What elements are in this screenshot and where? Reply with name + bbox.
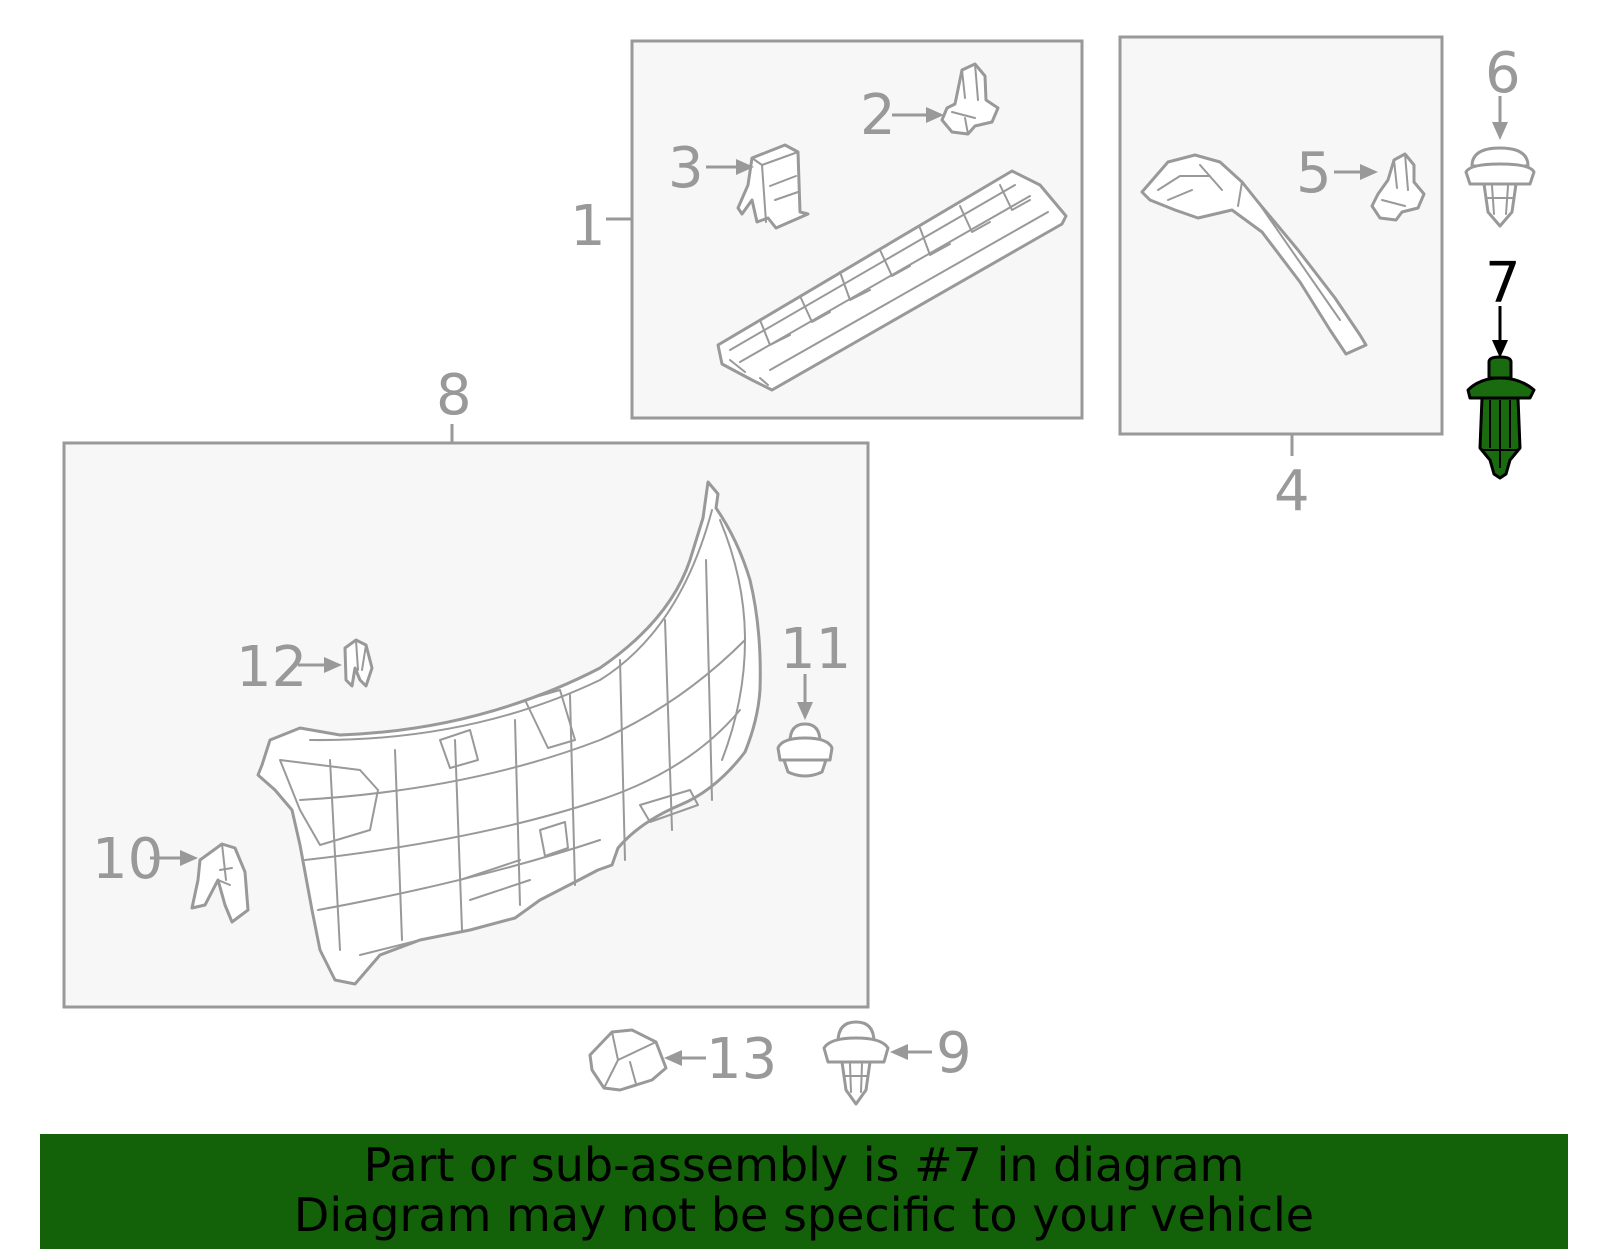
part-6-push-clip[interactable] [1464,146,1536,228]
callout-1[interactable]: 1 [570,194,606,259]
callout-12-arrowhead [324,657,342,673]
callout-3[interactable]: 3 [668,136,704,201]
part-1-trim-panel[interactable] [716,169,1068,392]
callout-8[interactable]: 8 [436,363,472,428]
part-7-push-clip-highlighted[interactable] [1466,355,1536,480]
callout-4[interactable]: 4 [1274,459,1310,524]
callout-12[interactable]: 12 [236,635,307,700]
callout-6-arrowhead [1492,122,1508,140]
part-4-pillar-trim[interactable] [1140,153,1368,356]
part-2-clip[interactable] [940,62,1000,136]
callout-2-arrowhead [926,107,944,123]
callout-2[interactable]: 2 [860,83,896,148]
callout-11-arrowhead [797,702,813,720]
callout-9-arrowhead [890,1044,908,1060]
callout-5[interactable]: 5 [1296,141,1332,206]
part-12-clip[interactable] [343,638,374,688]
group-box-4 [1118,35,1444,436]
part-11-grommet[interactable] [776,722,834,778]
callout-10-arrowhead [180,850,198,866]
part-10-bracket[interactable] [190,842,250,924]
part-5-clip[interactable] [1370,152,1426,222]
callout-13[interactable]: 13 [706,1027,777,1092]
part-3-bracket[interactable] [736,143,810,230]
banner-line-part: Part or sub-assembly is #7 in diagram [363,1138,1245,1192]
callout-9[interactable]: 9 [936,1021,972,1086]
callout-3-arrowhead [736,159,754,175]
callout-13-arrowhead [664,1050,682,1066]
callout-5-arrowhead [1360,164,1378,180]
info-banner: Part or sub-assembly is #7 in diagram Di… [40,1134,1568,1249]
callout-10[interactable]: 10 [92,827,163,892]
part-13-cap[interactable] [588,1028,668,1092]
banner-line-disclaimer: Diagram may not be specific to your vehi… [293,1188,1315,1242]
callout-7[interactable]: 7 [1485,251,1521,316]
callout-7-arrowhead [1492,340,1508,358]
part-9-push-clip[interactable] [822,1020,890,1106]
callout-6[interactable]: 6 [1485,41,1521,106]
callout-11[interactable]: 11 [780,617,851,682]
part-8-liftgate-trim-panel[interactable] [256,480,762,986]
